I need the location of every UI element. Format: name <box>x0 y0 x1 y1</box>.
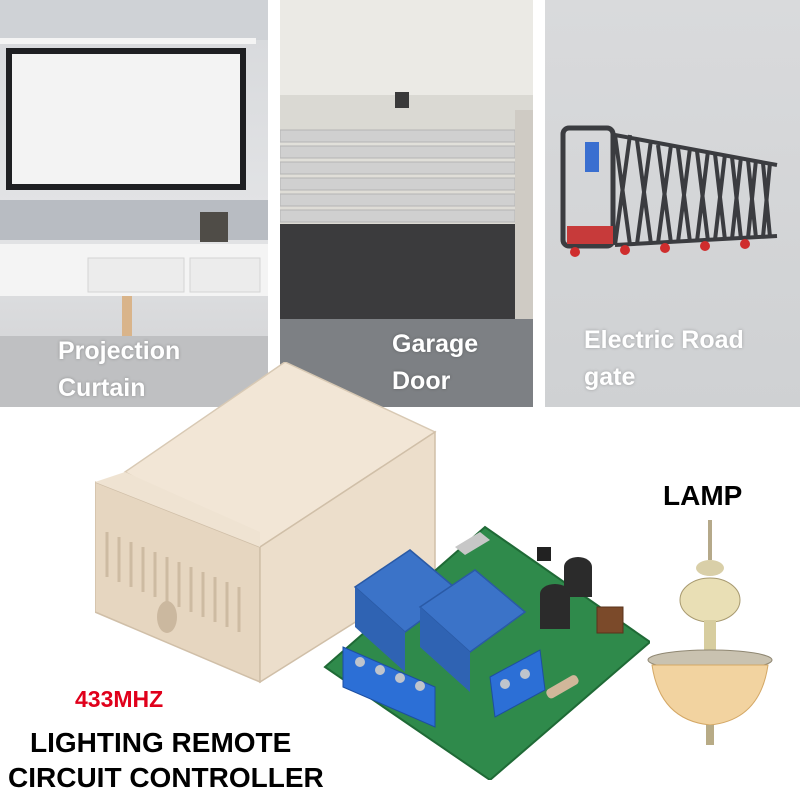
panel-label: Projection Curtain <box>58 333 180 407</box>
enclosure-box-icon <box>95 362 437 684</box>
panel-label-line: Electric Road <box>584 326 744 354</box>
panel-label: Electric Road gate <box>584 322 744 396</box>
panel-label: Garage Door <box>392 326 478 400</box>
panel-label-line: Projection <box>58 337 181 365</box>
panel-label-line: Door <box>392 367 451 395</box>
title-line: LIGHTING REMOTE <box>30 727 292 758</box>
panel-electric-road-gate: Electric Road gate <box>545 0 800 407</box>
lamp-label: LAMP <box>663 480 743 511</box>
panel-label-line: Curtain <box>58 374 146 402</box>
title-line: CIRCUIT CONTROLLER <box>8 762 324 793</box>
garage-door-icon <box>280 0 533 407</box>
panel-label-line: Garage <box>392 330 479 358</box>
panel-garage-door: Garage Door <box>280 0 533 407</box>
relay-board-icon <box>323 525 650 780</box>
panel-label-line: gate <box>584 363 636 391</box>
frequency-label: 433MHZ <box>75 686 164 712</box>
road-gate-icon <box>560 125 778 257</box>
lamp-icon <box>647 520 773 745</box>
projection-screen-icon <box>0 0 268 407</box>
panel-projection-curtain: Projection Curtain <box>0 0 268 407</box>
